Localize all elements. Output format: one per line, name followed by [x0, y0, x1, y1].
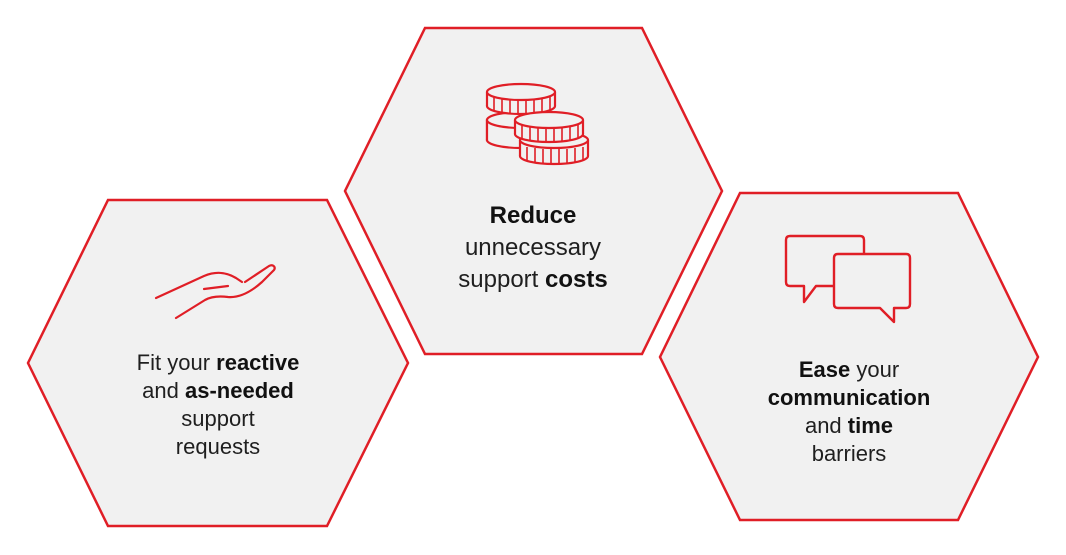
- hex-right-text: Ease your communication and time barrier…: [729, 356, 969, 468]
- hexagon-center: [343, 26, 724, 356]
- hex-center-line-1: Reduce: [413, 200, 653, 232]
- keyword-reactive: reactive: [216, 350, 300, 375]
- chat-bubbles-icon: [784, 234, 912, 324]
- hex-left-text: Fit your reactive and as-needed support …: [98, 349, 338, 461]
- hex-right-line-1: Ease your: [798, 357, 900, 382]
- coins-icon: [485, 82, 590, 166]
- hex-right-line-2: communication: [729, 384, 969, 412]
- keyword-communication: communication: [767, 385, 931, 410]
- hexagon-right: [658, 191, 1040, 522]
- hex-left-line-2: and as-needed: [142, 378, 294, 403]
- hex-left-line-1: Fit your reactive: [136, 350, 300, 375]
- hex-right-line-3: and time: [804, 413, 894, 438]
- hex-left-line-3: support: [181, 406, 255, 431]
- hex-center-text: Reduce unnecessary support costs: [413, 200, 653, 296]
- keyword-reduce: Reduce: [489, 202, 577, 229]
- keyword-costs: costs: [545, 266, 608, 293]
- hex-center-line-2: unnecessary: [464, 234, 602, 261]
- hex-center-line-3: support costs: [458, 266, 608, 293]
- hand-icon: [154, 264, 276, 320]
- keyword-as-needed: as-needed: [185, 378, 294, 403]
- hexagon-left: [26, 198, 410, 528]
- keyword-ease: Ease: [798, 357, 851, 382]
- hex-right-line-4: barriers: [811, 441, 887, 466]
- hex-left-line-4: requests: [175, 434, 261, 459]
- keyword-time: time: [847, 413, 894, 438]
